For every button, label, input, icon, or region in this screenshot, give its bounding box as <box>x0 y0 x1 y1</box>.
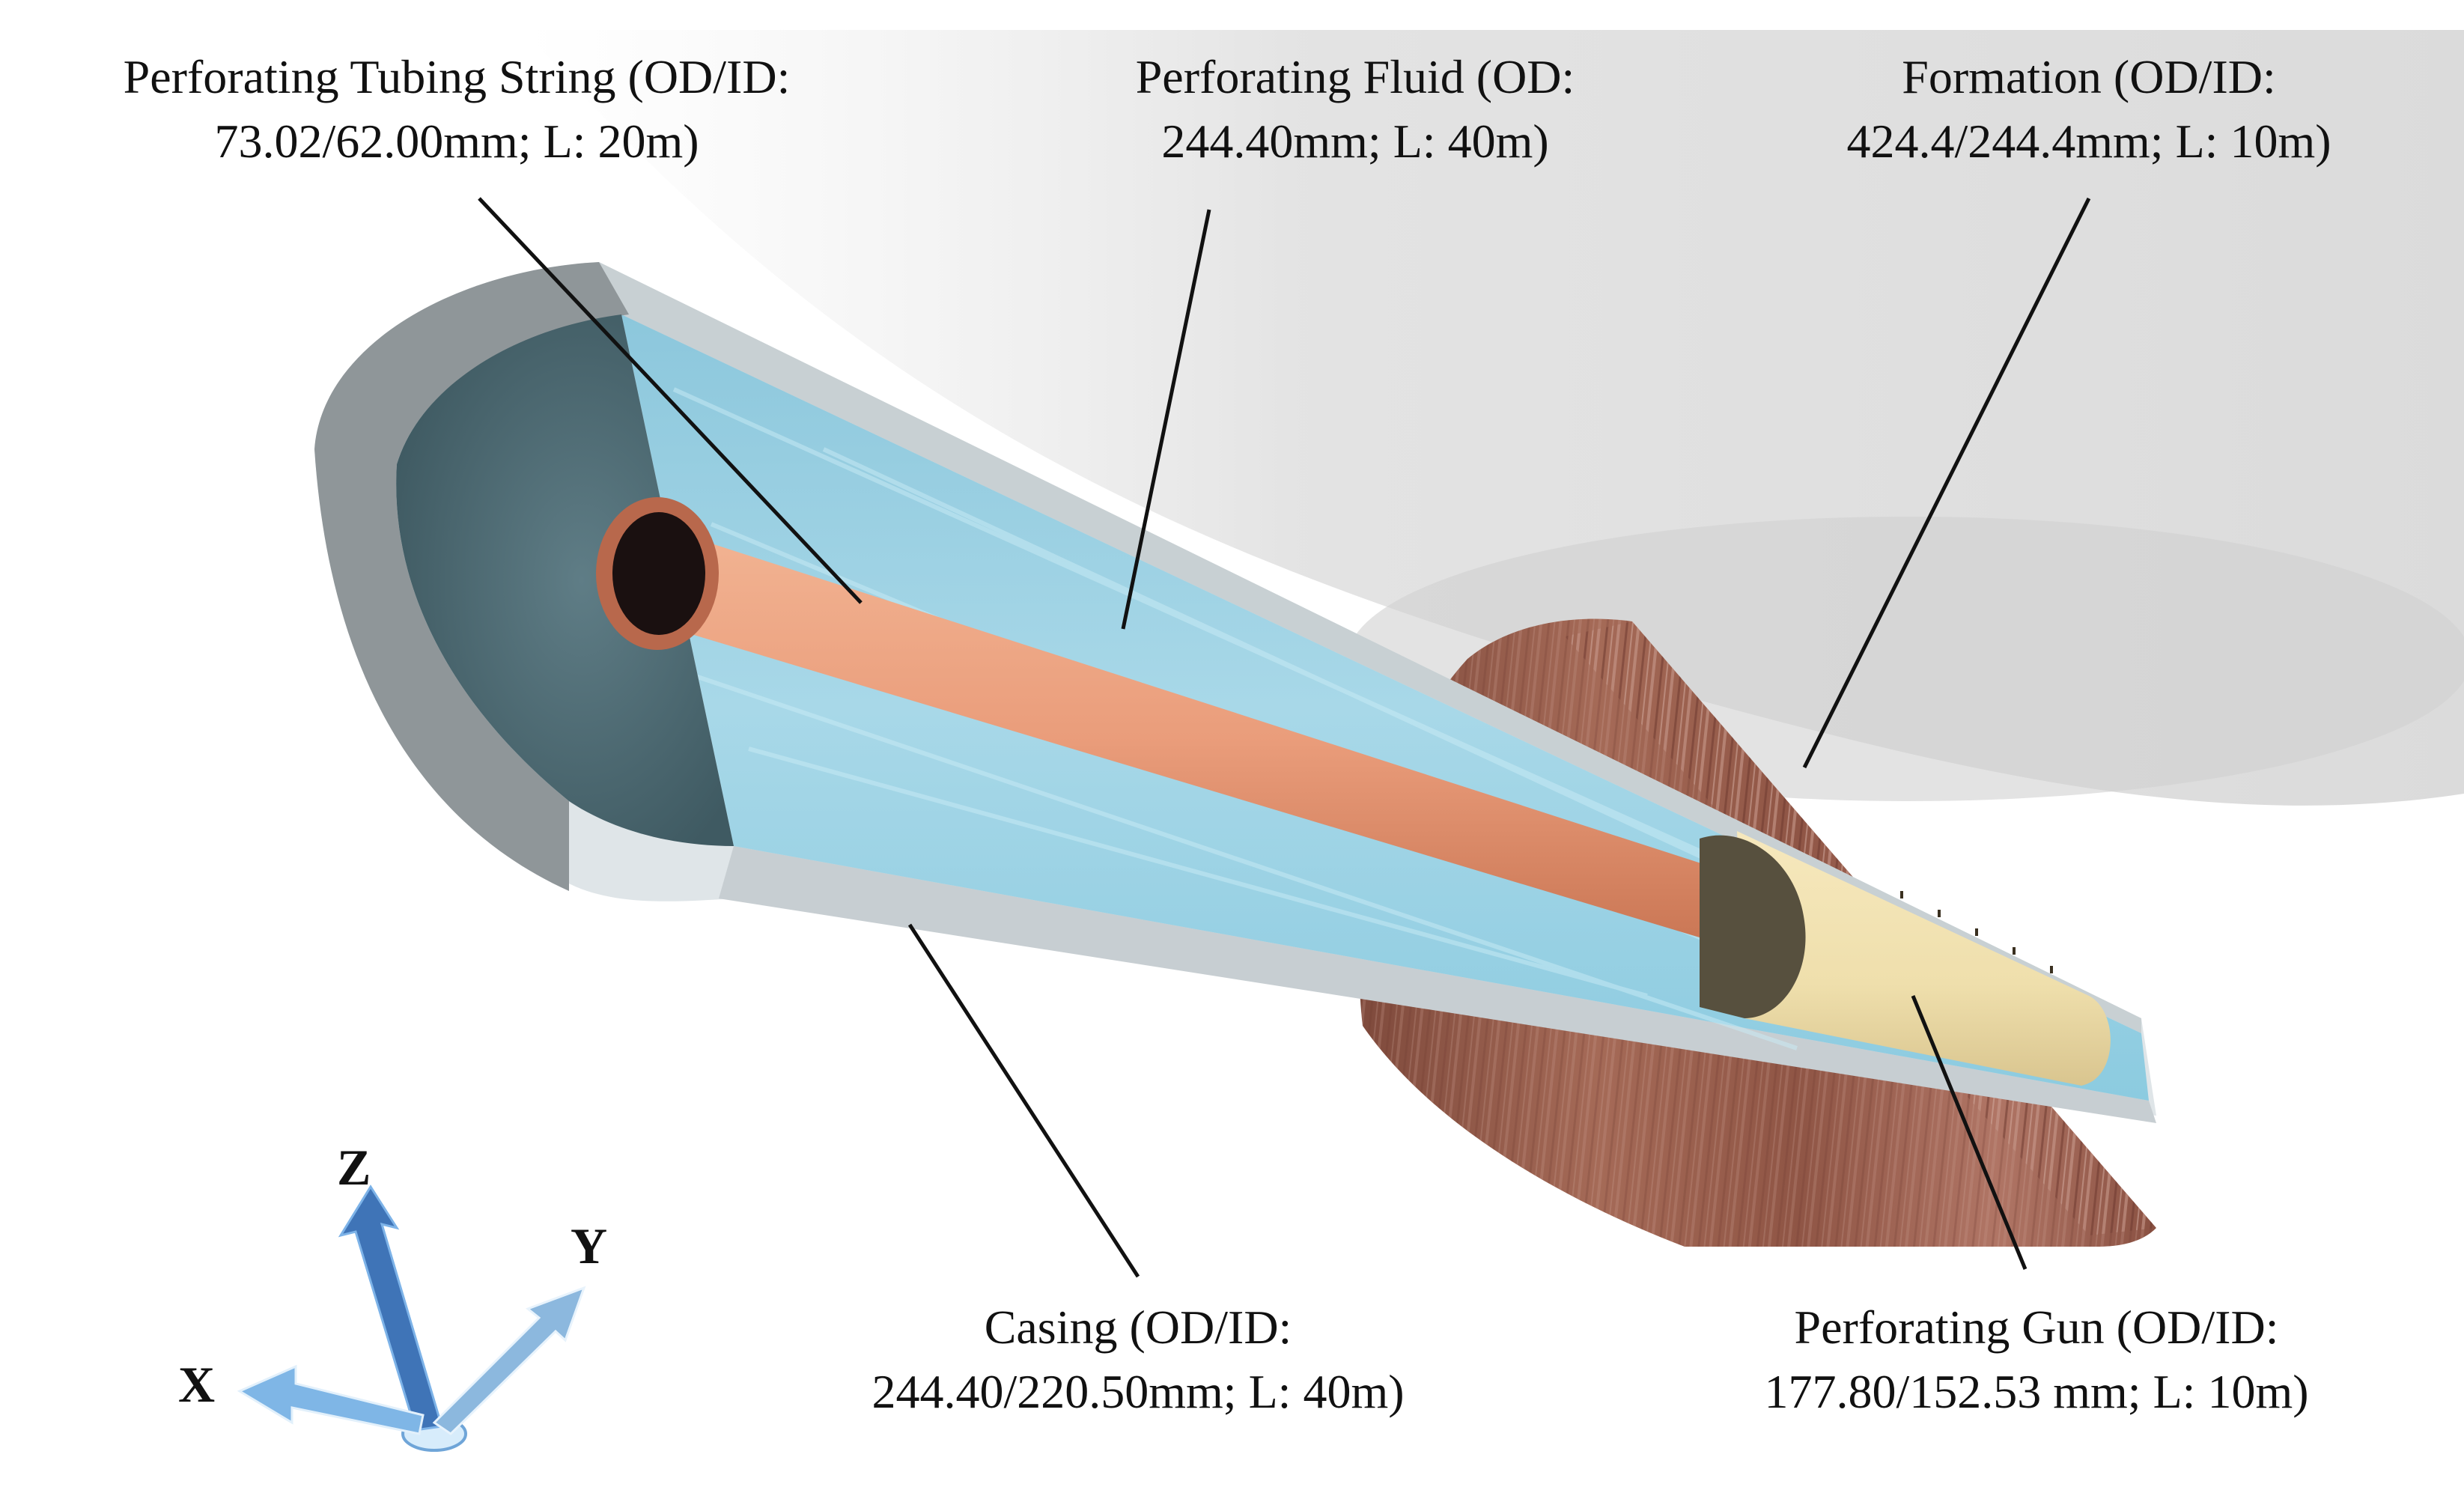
formation-leader <box>1802 197 2091 769</box>
formation-label: Formation (OD/ID: 424.4/244.4mm; L: 10m) <box>1759 45 2418 174</box>
gun-label: Perforating Gun (OD/ID: 177.80/152.53 mm… <box>1677 1295 2396 1424</box>
gun-label-line1: Perforating Gun (OD/ID: <box>1794 1301 2279 1354</box>
x-axis-label: X <box>178 1356 216 1413</box>
axis-triad <box>237 1185 586 1452</box>
perforating-gun <box>1700 831 2111 1086</box>
formation-label-line1: Formation (OD/ID: <box>1902 50 2276 103</box>
fluid-label-line1: Perforating Fluid (OD: <box>1135 50 1575 103</box>
casing-label-line1: Casing (OD/ID: <box>984 1301 1292 1354</box>
tubing-leader <box>478 197 863 604</box>
perforating-tubing-string <box>596 497 1774 951</box>
fluid-label: Perforating Fluid (OD: 244.40mm; L: 40m) <box>1063 45 1647 174</box>
x-axis-arrow <box>237 1364 425 1435</box>
leader-lines <box>478 197 2091 1278</box>
fluid-label-line2: 244.40mm; L: 40m) <box>1161 115 1549 168</box>
y-axis-arrow <box>432 1286 586 1435</box>
formation-label-line2: 424.4/244.4mm; L: 10m) <box>1846 115 2331 168</box>
y-axis-label: Y <box>571 1217 608 1274</box>
tubing-label: Perforating Tubing String (OD/ID: 73.02/… <box>45 45 869 174</box>
gun-label-line2: 177.80/152.53 mm; L: 10m) <box>1764 1365 2309 1418</box>
casing-label: Casing (OD/ID: 244.40/220.50mm; L: 40m) <box>779 1295 1497 1424</box>
fluid-leader <box>1121 209 1211 630</box>
tubing-label-line1: Perforating Tubing String (OD/ID: <box>123 50 791 103</box>
z-axis-arrow <box>338 1185 443 1432</box>
z-axis-label: Z <box>337 1139 371 1196</box>
casing-end-cap <box>314 262 734 891</box>
casing-label-line2: 244.40/220.50mm; L: 40m) <box>871 1365 1405 1418</box>
tubing-label-line2: 73.02/62.00mm; L: 20m) <box>214 115 699 168</box>
casing-leader <box>907 923 1140 1278</box>
gun-leader <box>1911 995 2028 1270</box>
